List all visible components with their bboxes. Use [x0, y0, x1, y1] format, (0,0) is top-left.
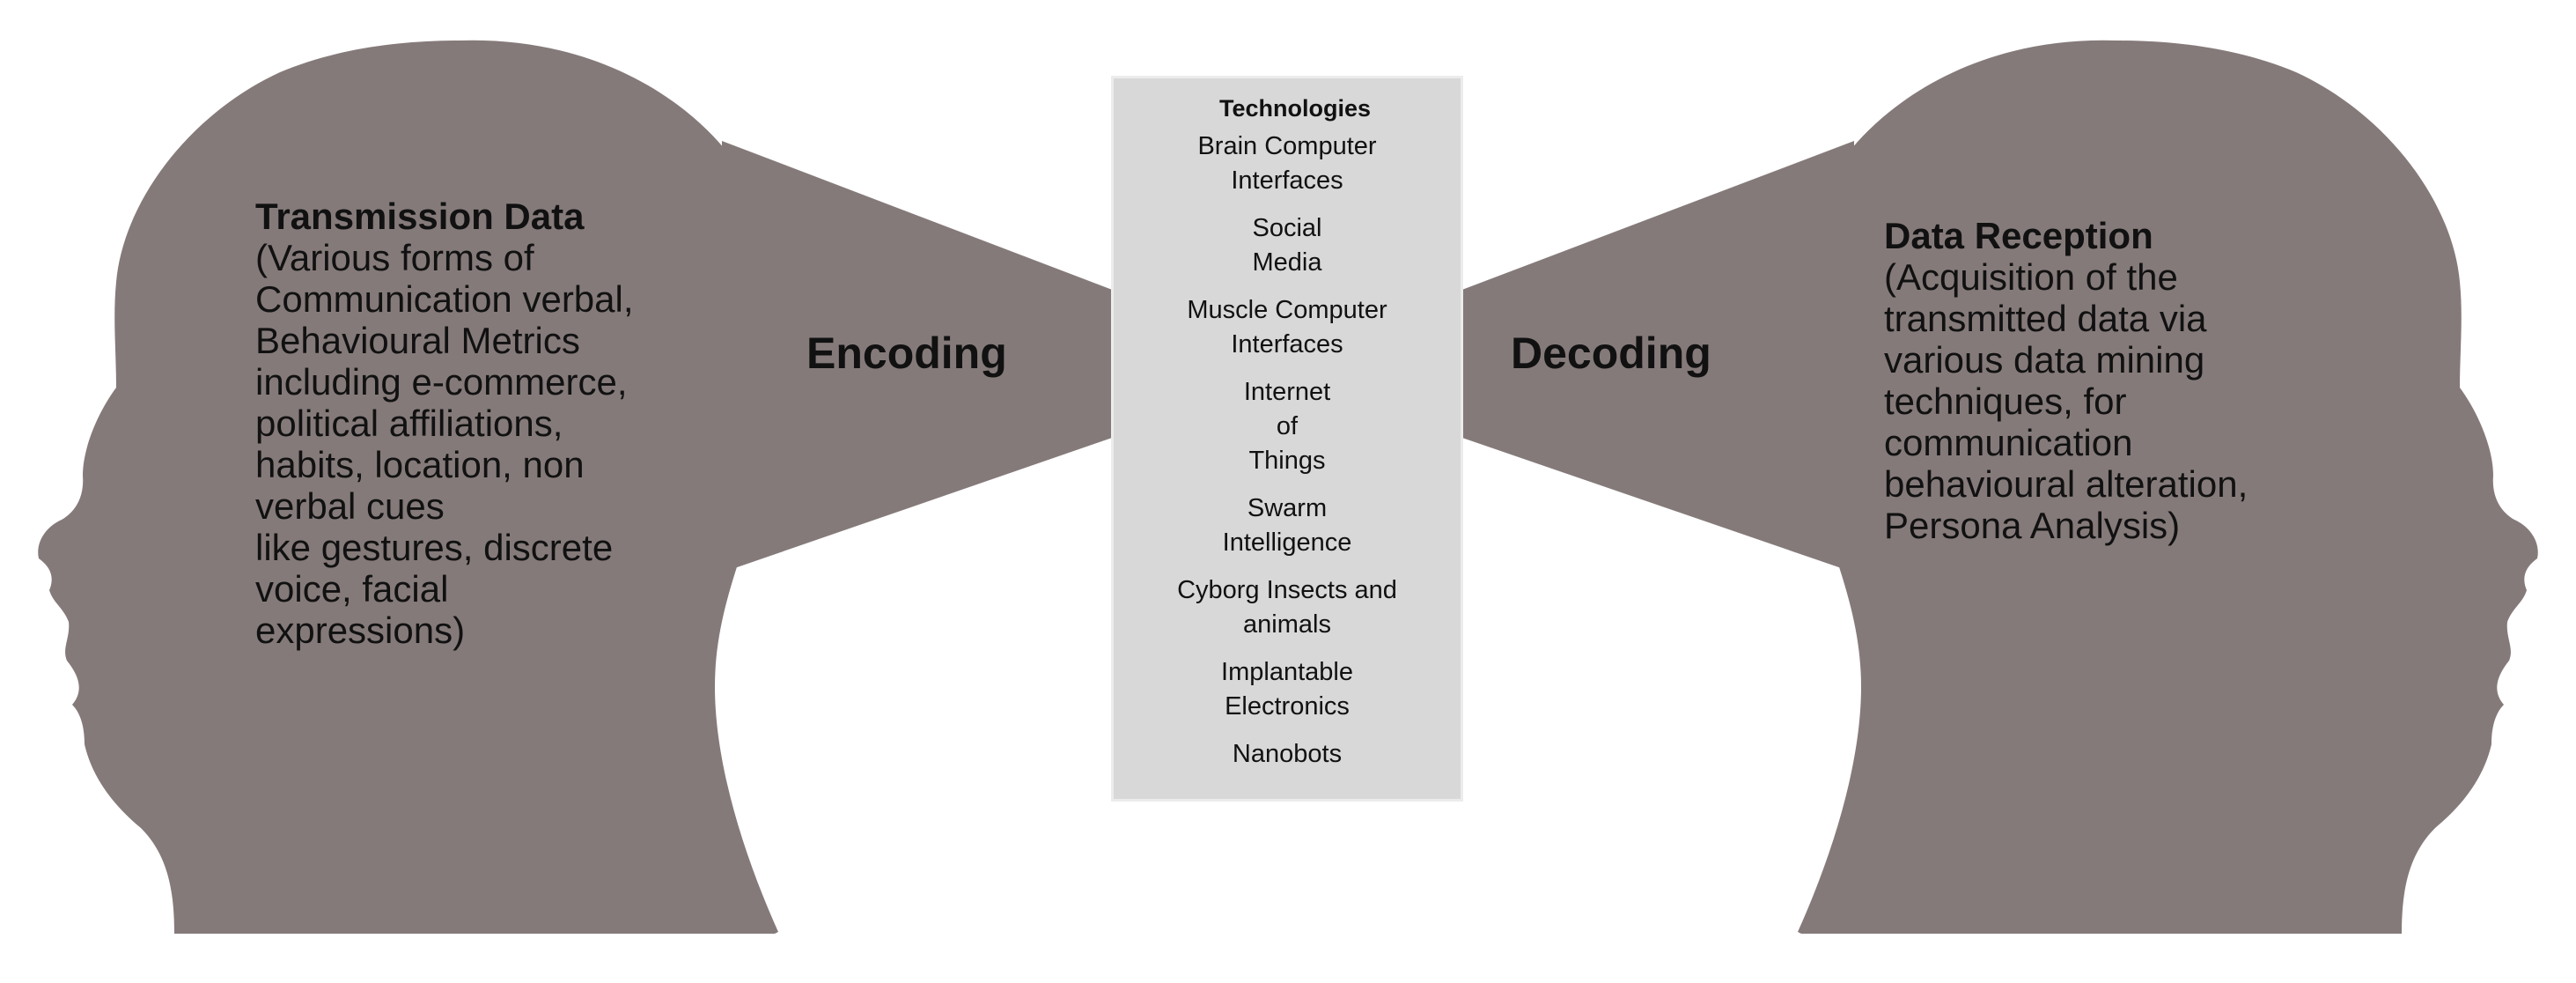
tech-item-social-media: Social Media [1252, 214, 1322, 277]
tech-item-brain-computer-interfaces: Brain Computer Interfaces [1197, 132, 1377, 195]
transmission-data-title: Transmission Data [255, 196, 585, 237]
decoding-label: Decoding [1511, 329, 1711, 378]
tech-item-nanobots: Nanobots [1232, 740, 1343, 768]
tech-item-implantable-electronics: Implantable Electronics [1221, 658, 1353, 721]
tech-item-internet-of-things: Internet of Things [1243, 378, 1331, 475]
tech-item-swarm-intelligence: Swarm Intelligence [1222, 494, 1352, 557]
transmission-data-description: (Various forms of Communication verbal, … [255, 237, 634, 651]
tech-item-cyborg-insects-and-animals: Cyborg Insects and animals [1177, 576, 1397, 639]
technologies-title: Technologies [1218, 95, 1372, 122]
encoding-label: Encoding [806, 329, 1007, 378]
tech-item-muscle-computer-interfaces: Muscle Computer Interfaces [1187, 296, 1387, 358]
data-reception-description: (Acquisition of the transmitted data via… [1884, 256, 2248, 546]
decoding-beam [1460, 141, 1854, 573]
encoding-beam [722, 141, 1115, 573]
data-reception-title: Data Reception [1884, 215, 2153, 256]
left-head-silhouette [38, 40, 782, 935]
transmission-data-text: Transmission Data (Various forms of Comm… [255, 196, 731, 651]
data-reception-text: Data Reception (Acquisition of the trans… [1884, 215, 2377, 546]
right-head-silhouette [1794, 40, 2538, 935]
technologies-box: Technologies Brain Computer Interfaces S… [1111, 76, 1463, 802]
